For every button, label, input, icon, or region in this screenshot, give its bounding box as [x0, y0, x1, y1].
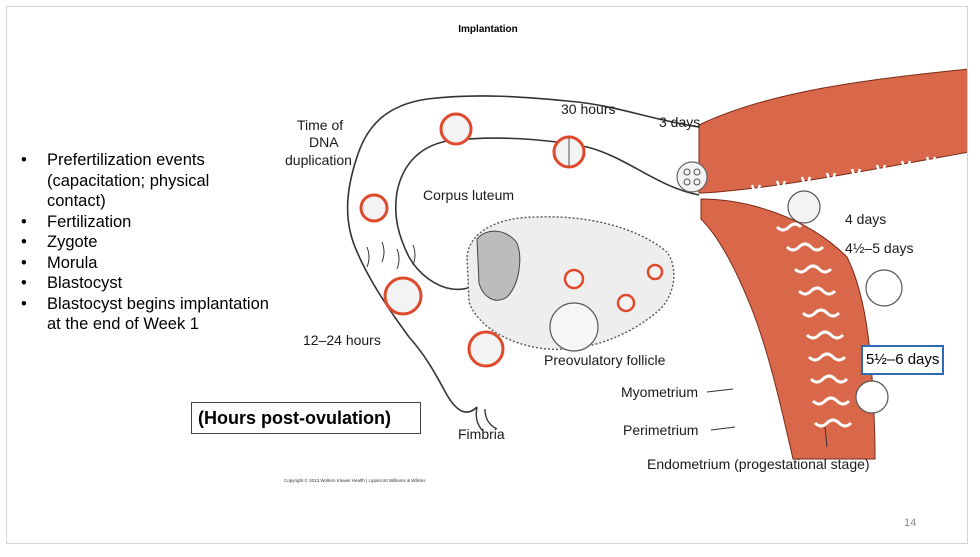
label-4half-5-days: 4½–5 days	[845, 240, 914, 256]
leader-endometrium	[824, 426, 828, 448]
stage-blastocyst-free	[865, 269, 903, 307]
endometrium-glands	[775, 222, 853, 428]
sperm-tails	[366, 241, 416, 270]
label-myometrium: Myometrium	[621, 384, 698, 400]
preovulatory-follicle	[549, 302, 599, 352]
stage-follicle-3	[646, 263, 664, 281]
leader-myometrium	[706, 388, 734, 393]
label-4-days: 4 days	[845, 211, 886, 227]
stage-morula	[676, 161, 708, 193]
label-perimetrium: Perimetrium	[623, 422, 698, 438]
uterine-tube-outer	[346, 95, 700, 413]
copyright-note: Copyright © 2013 Wolters Kluwer Health |…	[284, 478, 426, 483]
bullet-item: Fertilization	[21, 212, 271, 233]
uterine-wall-upper-glands	[750, 156, 937, 199]
stage-implanting	[855, 380, 889, 414]
bullet-item: Blastocyst begins implantation at the en…	[21, 294, 271, 335]
stage-oocyte-tube	[439, 112, 473, 146]
bullet-item: Zygote	[21, 232, 271, 253]
stage-4-days	[787, 190, 821, 224]
slide-number: 14	[904, 517, 917, 529]
label-endometrium: Endometrium (progestational stage)	[647, 456, 870, 472]
stage-ovulated-oocyte	[467, 330, 505, 368]
uterine-wall-upper	[698, 68, 967, 194]
bullet-list: Prefertilization events (capacitation; p…	[21, 150, 271, 335]
slide: Implantation Prefertilization events (ca…	[6, 6, 968, 544]
days-highlight-box: 5½–6 days	[861, 345, 944, 375]
label-30-hours: 30 hours	[561, 101, 615, 117]
corpus-luteum	[476, 230, 521, 301]
label-time-of: Time of	[297, 117, 343, 133]
implantation-diagram: Time of DNA duplication 30 hours 3 days …	[285, 68, 967, 472]
fimbria-lines	[475, 406, 498, 432]
hours-note-box: (Hours post-ovulation)	[191, 402, 421, 434]
stage-fertilization	[383, 276, 423, 316]
label-preovulatory-follicle: Preovulatory follicle	[544, 352, 666, 368]
bullet-item: Morula	[21, 253, 271, 274]
bullet-item: Prefertilization events (capacitation; p…	[21, 150, 271, 212]
uterine-wall-lower	[700, 198, 876, 460]
label-dna: DNA	[309, 134, 339, 150]
label-fimbria: Fimbria	[458, 426, 505, 442]
label-3-days: 3 days	[659, 114, 700, 130]
stage-follicle-2	[616, 293, 636, 313]
slide-title: Implantation	[458, 24, 518, 35]
label-duplication: duplication	[285, 152, 352, 168]
stage-pronuclei	[359, 193, 389, 223]
bullet-item: Blastocyst	[21, 273, 271, 294]
label-corpus-luteum: Corpus luteum	[423, 187, 514, 203]
stage-follicle-1	[563, 268, 585, 290]
uterine-tube-inner	[394, 137, 700, 291]
leader-perimetrium	[710, 426, 736, 431]
label-12-24-hours: 12–24 hours	[303, 332, 381, 348]
